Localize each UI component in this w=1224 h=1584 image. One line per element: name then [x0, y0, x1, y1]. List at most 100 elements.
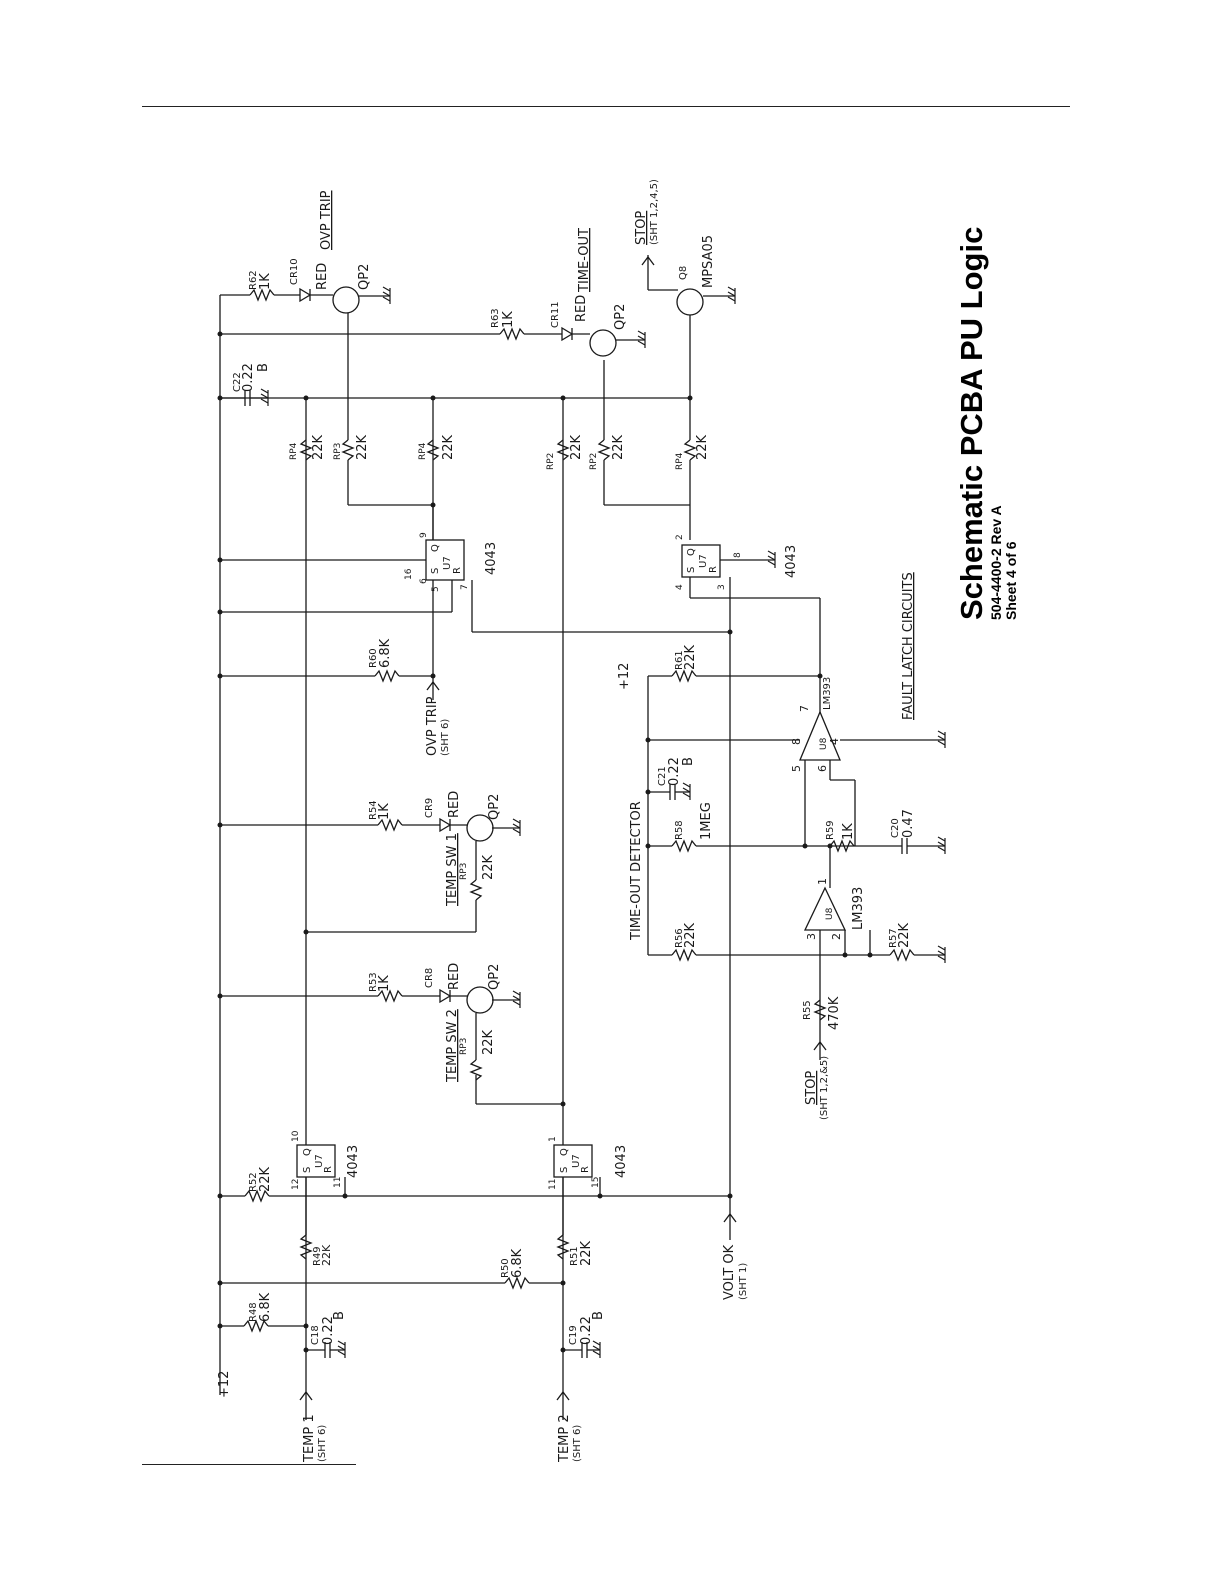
stop-output-driver: Q8 MPSA05 STOP (SHT 1,2,4,5) — [634, 179, 736, 316]
timeout-detector: +12 R61 22K C21 0.22 B R58 1MEG R56 22K … — [617, 644, 946, 1120]
svg-text:10: 10 — [291, 1130, 301, 1142]
svg-text:7: 7 — [460, 584, 470, 590]
svg-text:S: S — [302, 1167, 313, 1173]
svg-text:CR11: CR11 — [550, 301, 561, 328]
svg-text:22K: 22K — [441, 434, 456, 460]
fault-latch-label: FAULT LATCH CIRCUITS — [901, 572, 916, 720]
volt-ok-label: VOLT OK — [722, 1244, 737, 1300]
svg-text:CR9: CR9 — [424, 798, 435, 818]
svg-text:22K: 22K — [569, 434, 584, 460]
svg-text:RP3: RP3 — [333, 443, 343, 460]
svg-text:8: 8 — [733, 552, 743, 558]
c18-ref: C18 — [310, 1325, 321, 1345]
svg-text:RP3: RP3 — [459, 863, 469, 880]
svg-text:R63: R63 — [490, 308, 501, 328]
svg-text:4: 4 — [675, 584, 685, 590]
svg-text:R62: R62 — [248, 270, 259, 290]
svg-text:11: 11 — [548, 1179, 558, 1190]
pullup-row: RP4 22K RP3 22K RP4 22K RP2 22K RP2 22K … — [289, 313, 710, 540]
svg-text:RP2: RP2 — [546, 453, 556, 470]
temp-sw1-label: TEMP SW 1 — [445, 833, 460, 907]
ovp-trip-input: R60 6.8K OVP TRIP (SHT 6) — [220, 398, 451, 756]
part-number: 504-4400-2 Rev A — [988, 505, 1004, 620]
svg-text:6: 6 — [419, 578, 429, 584]
svg-text:1K: 1K — [377, 975, 392, 992]
svg-text:3: 3 — [717, 584, 727, 590]
svg-text:R: R — [452, 567, 463, 574]
r49-ref: R49 — [312, 1246, 323, 1266]
svg-text:15: 15 — [591, 1177, 601, 1188]
svg-text:R: R — [580, 1166, 591, 1173]
svg-text:C20: C20 — [890, 818, 901, 838]
stop-in-label: STOP — [804, 1071, 819, 1105]
svg-text:CR8: CR8 — [424, 968, 435, 988]
svg-text:Q8: Q8 — [678, 266, 689, 280]
u7b-part: 4043 — [614, 1145, 629, 1178]
svg-text:R60: R60 — [368, 648, 379, 668]
c19-suffix: B — [591, 1311, 606, 1320]
ovp-trip-in-label: OVP TRIP — [425, 696, 440, 756]
svg-text:8: 8 — [790, 738, 803, 745]
c19-ref: C19 — [568, 1325, 579, 1345]
r48-value: 6.8K — [258, 1292, 273, 1322]
svg-text:R58: R58 — [674, 820, 685, 840]
svg-text:1K: 1K — [258, 273, 273, 290]
c18-suffix: B — [332, 1311, 347, 1320]
timeout-detector-label: TIME-OUT DETECTOR — [629, 801, 644, 941]
svg-text:QP2: QP2 — [357, 264, 372, 290]
svg-text:RED: RED — [447, 791, 462, 818]
svg-text:Q: Q — [686, 548, 697, 556]
page-title: Schematic PCBA PU Logic — [954, 226, 989, 620]
svg-text:0.22: 0.22 — [241, 363, 256, 392]
svg-text:7: 7 — [798, 705, 811, 712]
svg-text:U7: U7 — [571, 1154, 582, 1168]
svg-text:U7: U7 — [698, 554, 709, 568]
svg-text:5: 5 — [431, 586, 441, 592]
svg-text:22K: 22K — [897, 922, 912, 948]
temp1-ref: (SHT 6) — [317, 1425, 328, 1462]
svg-text:S: S — [559, 1167, 570, 1173]
svg-text:B: B — [256, 363, 271, 372]
svg-text:U7: U7 — [314, 1154, 325, 1168]
svg-text:(SHT 6): (SHT 6) — [440, 719, 451, 756]
svg-text:R56: R56 — [674, 928, 685, 948]
temp2-ref: (SHT 6) — [572, 1425, 583, 1462]
svg-text:U7: U7 — [442, 556, 453, 570]
volt-ok-ref: (SHT 1) — [738, 1263, 749, 1300]
svg-text:1K: 1K — [377, 803, 392, 820]
r52-ref: R52 — [248, 1172, 259, 1192]
svg-text:22K: 22K — [683, 644, 698, 670]
svg-text:S: S — [686, 567, 697, 573]
svg-text:16: 16 — [404, 568, 414, 580]
svg-text:QP2: QP2 — [487, 964, 502, 990]
sheet-number: Sheet 4 of 6 — [1003, 541, 1019, 620]
junction-dots — [217, 331, 873, 1353]
svg-text:RP3: RP3 — [459, 1038, 469, 1055]
svg-text:MPSA05: MPSA05 — [701, 235, 716, 288]
svg-text:R: R — [708, 566, 719, 573]
svg-text:R: R — [323, 1166, 334, 1173]
svg-text:1: 1 — [816, 878, 829, 885]
svg-text:U8: U8 — [819, 737, 829, 750]
svg-text:U8: U8 — [825, 907, 835, 920]
svg-text:QP2: QP2 — [487, 794, 502, 820]
svg-text:C21: C21 — [657, 766, 668, 786]
c19-value: 0.22 — [579, 1316, 594, 1345]
svg-text:5: 5 — [790, 765, 803, 772]
svg-text:1MEG: 1MEG — [699, 802, 714, 840]
svg-text:470K: 470K — [827, 996, 842, 1030]
svg-text:22K: 22K — [683, 922, 698, 948]
svg-text:22K: 22K — [311, 434, 326, 460]
r49-value: 22K — [320, 1244, 333, 1266]
ovp-trip-out-label: OVP TRIP — [319, 190, 334, 250]
u7a-part: 4043 — [346, 1145, 361, 1178]
svg-text:RED: RED — [574, 295, 589, 322]
c18-value: 0.22 — [321, 1316, 336, 1345]
u7c-part: 4043 — [484, 542, 499, 575]
svg-text:RED: RED — [447, 963, 462, 990]
svg-text:Q: Q — [302, 1148, 313, 1156]
svg-text:R61: R61 — [674, 650, 685, 670]
svg-text:QP2: QP2 — [613, 304, 628, 330]
r51-value: 22K — [579, 1240, 594, 1266]
